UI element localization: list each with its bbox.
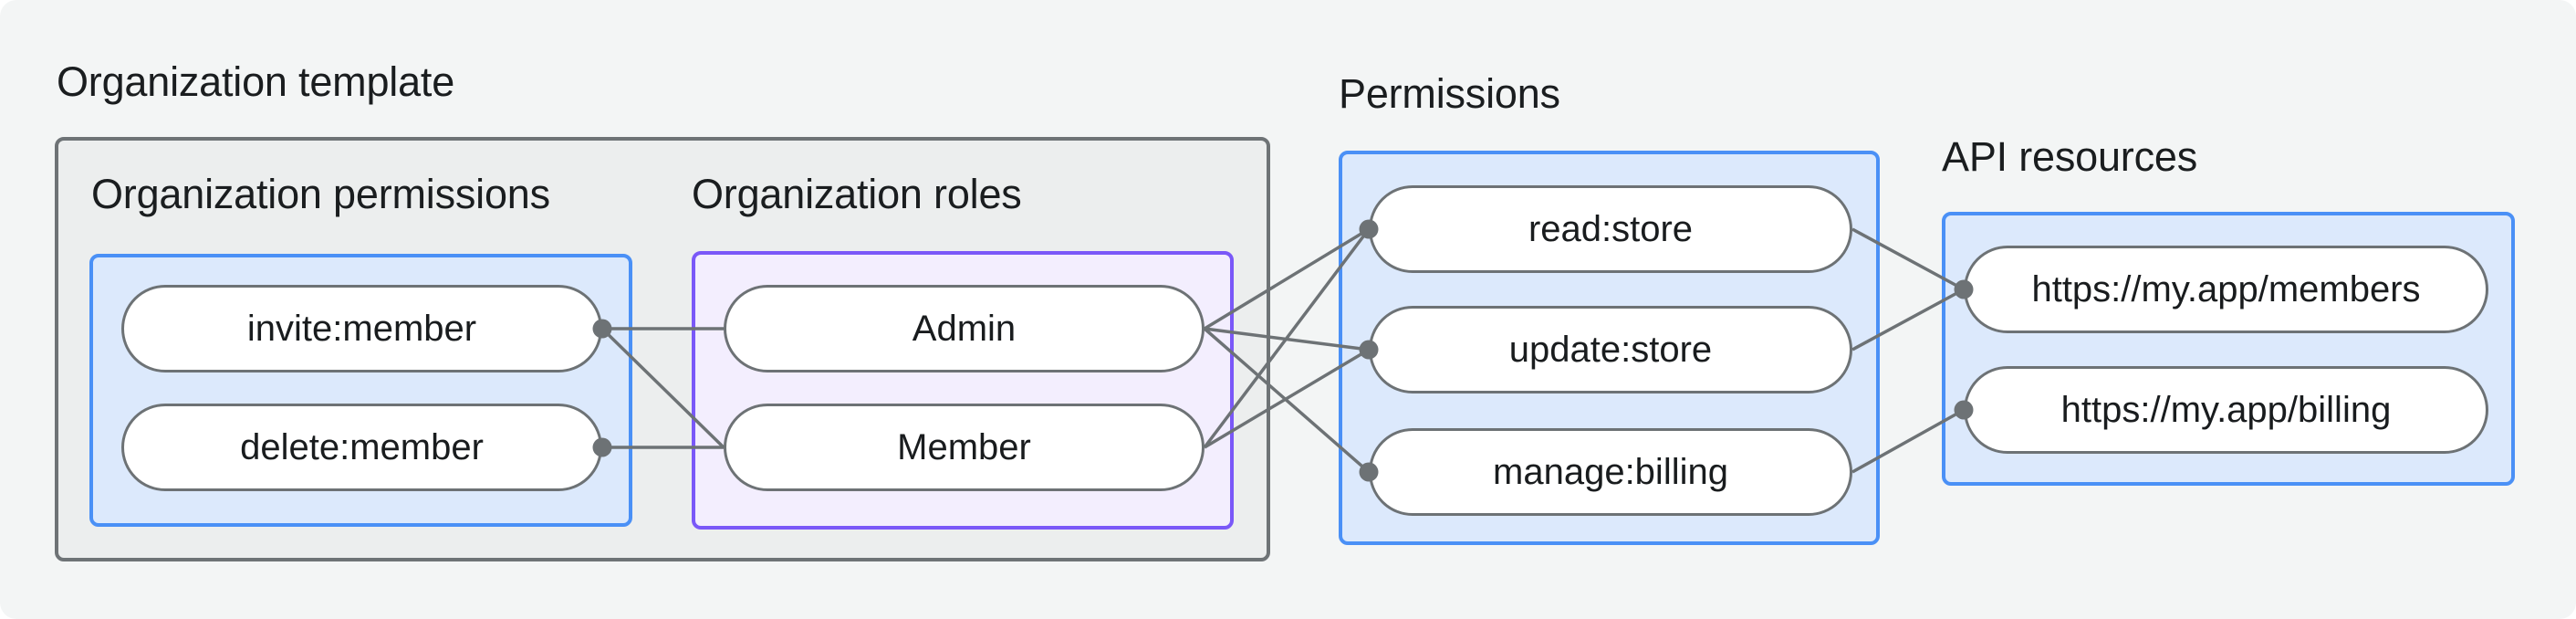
node-read-store: read:store — [1369, 185, 1852, 273]
node-invite-member: invite:member — [121, 285, 602, 372]
node-api-members: https://my.app/members — [1964, 246, 2488, 333]
node-update-store: update:store — [1369, 306, 1852, 393]
node-api-billing: https://my.app/billing — [1964, 366, 2488, 454]
org-template-label: Organization template — [57, 58, 455, 105]
api-resources-heading: API resources — [1942, 133, 2198, 180]
permissions-heading: Permissions — [1339, 70, 1560, 117]
org-permissions-heading: Organization permissions — [91, 171, 550, 217]
node-member-role: Member — [724, 404, 1205, 491]
node-manage-billing: manage:billing — [1369, 428, 1852, 516]
node-delete-member: delete:member — [121, 404, 602, 491]
org-roles-heading: Organization roles — [692, 171, 1022, 217]
node-admin-role: Admin — [724, 285, 1205, 372]
